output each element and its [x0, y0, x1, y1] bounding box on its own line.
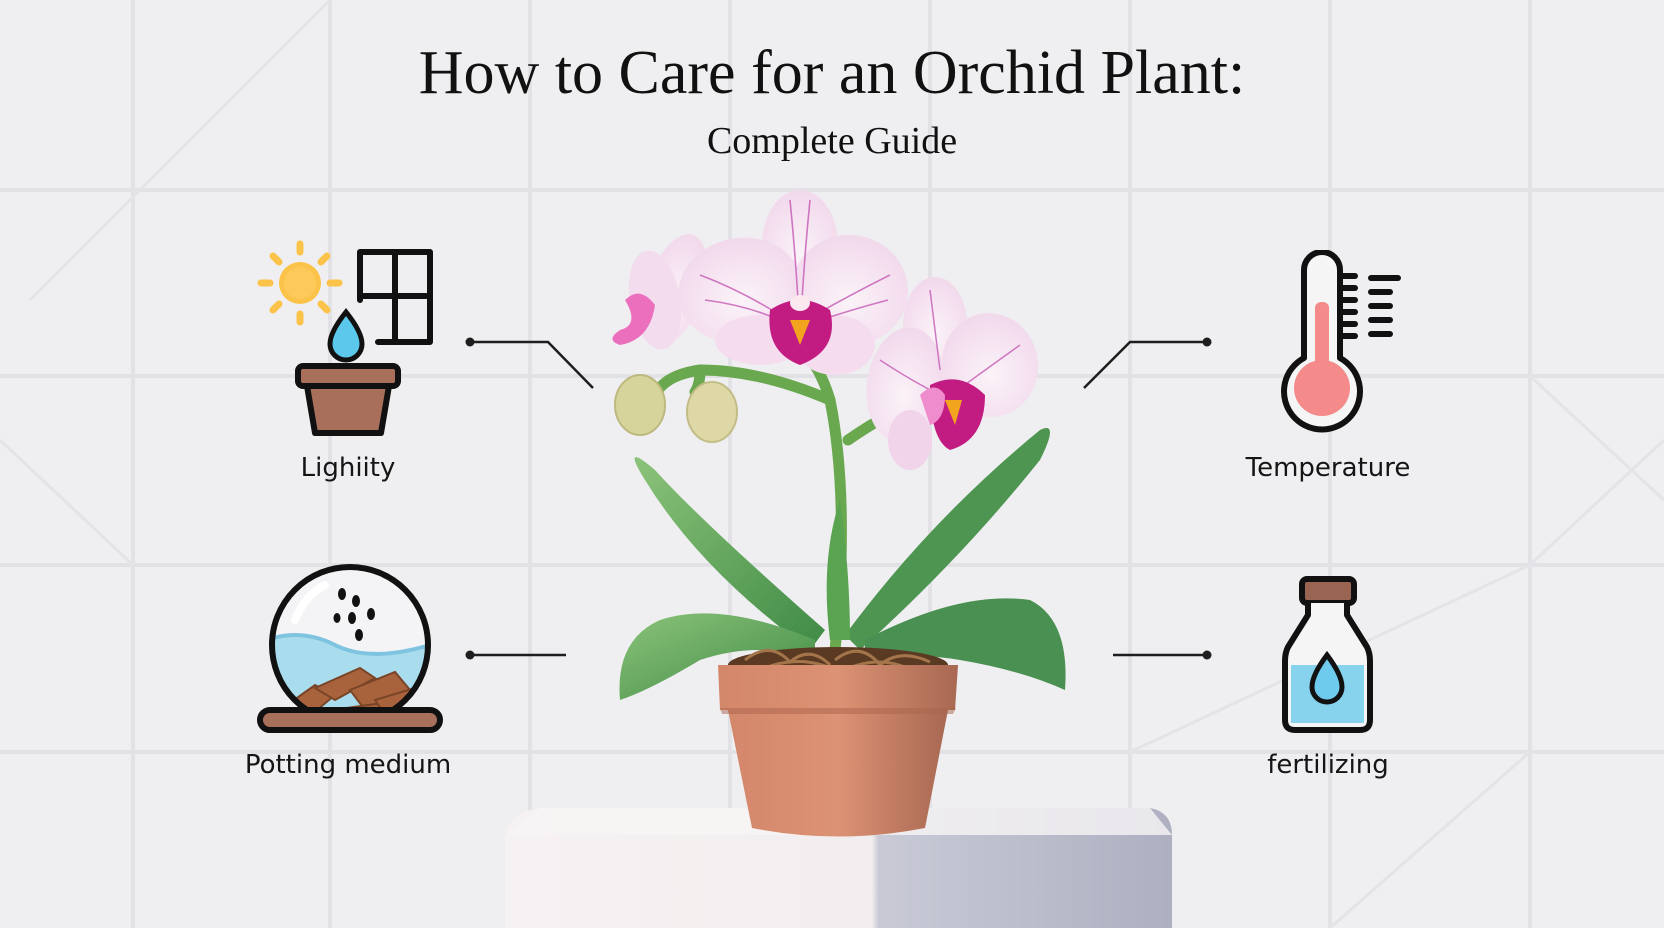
item-label-potting: Potting medium [244, 750, 452, 780]
item-label-fertilizing: fertilizing [1267, 750, 1389, 780]
item-label-light: Lighiity [300, 453, 396, 483]
fertilizer-bottle-icon [1282, 576, 1373, 733]
page-title: How to Care for an Orchid Plant: [418, 39, 1246, 107]
flower-pot-icon [295, 363, 401, 436]
item-label-temperature: Temperature [1245, 453, 1411, 483]
sun-icon [257, 240, 343, 326]
orchid-flower-right [866, 277, 1039, 470]
page-subtitle: Complete Guide [706, 120, 958, 162]
window-icon [357, 249, 433, 345]
orchid-flower-main [678, 190, 908, 375]
sun-window-pot-icon [257, 240, 433, 436]
bark-globe-icon [257, 564, 443, 733]
water-drop-icon [327, 307, 365, 363]
thermometer-icon [1281, 250, 1401, 433]
